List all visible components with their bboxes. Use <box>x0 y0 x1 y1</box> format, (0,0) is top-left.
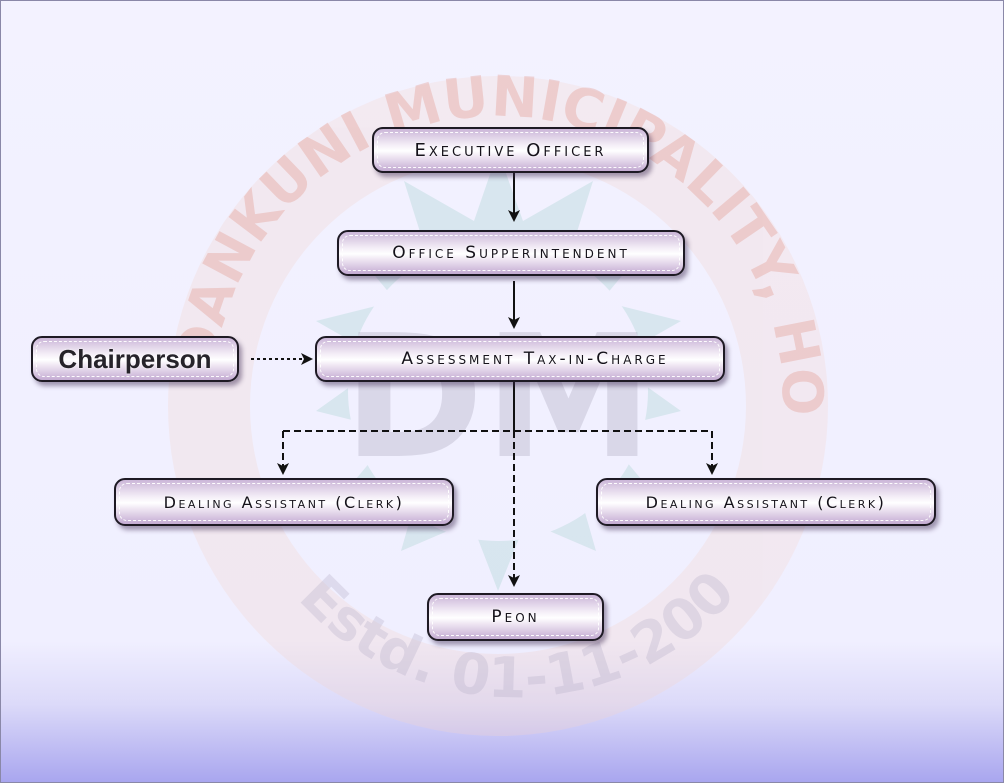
node-office-superintendent: Office Supperintendent <box>337 230 685 276</box>
seal-monogram: DM <box>343 299 653 497</box>
node-label: Chairperson <box>58 343 212 374</box>
node-label: Dealing Assistant (Clerk) <box>163 492 405 512</box>
node-chairperson: Chairperson <box>31 336 239 382</box>
node-label: Dealing Assistant (Clerk) <box>645 492 887 512</box>
node-label: Peon <box>491 607 540 627</box>
node-label: Assessment Tax-in-Charge <box>401 349 669 369</box>
node-dealing-assistant-left: Dealing Assistant (Clerk) <box>114 478 454 526</box>
node-label: Office Supperintendent <box>392 243 630 263</box>
node-executive-officer: Executive Officer <box>372 127 649 173</box>
node-dealing-assistant-right: Dealing Assistant (Clerk) <box>596 478 936 526</box>
node-peon: Peon <box>427 593 604 641</box>
node-assessment-tax-in-charge: Assessment Tax-in-Charge <box>315 336 725 382</box>
node-label: Executive Officer <box>414 139 607 161</box>
